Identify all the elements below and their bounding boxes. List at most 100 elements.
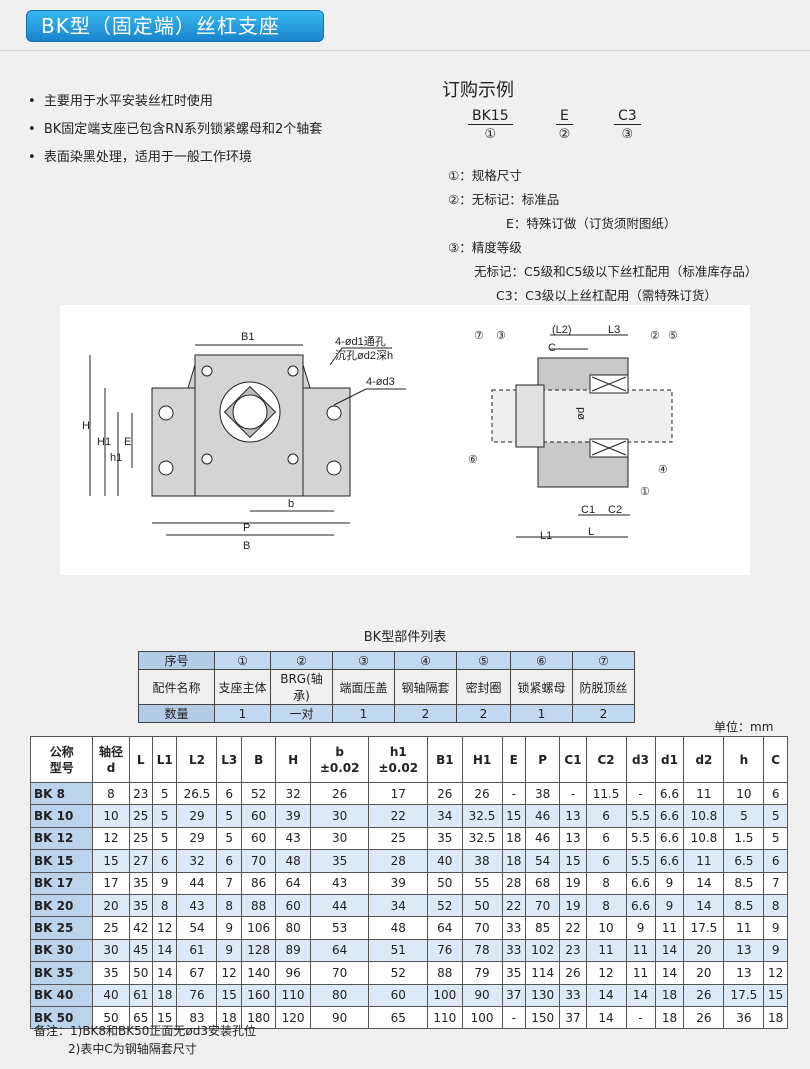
spec-value-cell: 60 [275,893,311,918]
parts-cell: 数量 [138,704,215,723]
dim-l1: L1 [540,530,552,542]
spec-value-cell: 5 [763,826,788,851]
spec-value-cell: 5 [216,826,242,851]
spec-header-text: H1 [472,752,492,767]
spec-value-cell: 18 [654,1005,685,1030]
spec-value-cell: 64 [427,916,463,940]
spec-value-cell: 18 [654,983,685,1007]
parts-cell: 支座主体 [214,669,271,705]
spec-value-cell: 51 [368,938,429,963]
spec-value-cell: 9 [625,916,656,940]
dim-h: H [82,420,90,432]
spec-value-cell: 10 [585,916,627,940]
order-notes: ①：规格尺寸 ②：无标记：标准品 E：特殊订做（订货须附图纸） ③：精度等级 无… [440,164,757,308]
spec-header-text: L2 [188,752,205,767]
spec-value-cell: 70 [524,893,561,918]
spec-header-cell: L3 [216,736,242,783]
spec-header-cell: C1 [559,736,587,783]
dim-h1-small: h1 [110,452,122,464]
spec-value-cell: 26 [683,1005,725,1030]
feature-item: 表面染黑处理，适用于一般工作环境 [28,144,322,172]
parts-cell: 1 [332,704,395,723]
spec-value-cell: - [501,1005,526,1030]
spec-value-cell: 12 [585,961,627,985]
spec-value-cell: 60 [240,804,277,828]
spec-value-cell: 43 [275,826,311,851]
spec-header-text: 型号 [49,760,74,775]
spec-header-cell: L1 [151,736,178,783]
parts-cell: 2 [456,704,511,723]
spec-value-cell: 88 [240,893,277,918]
callout-5: ⑤ [668,330,678,342]
dim-c: C [548,342,556,354]
spec-header-text: d2 [695,752,713,767]
spec-header-text: B1 [436,752,454,767]
spec-value-cell: 5 [723,804,765,828]
spec-value-cell: 52 [240,781,277,806]
unit-label: 单位：mm [714,720,774,734]
spec-value-cell: 43 [309,871,370,895]
spec-header-text: b [335,744,344,759]
dim-l: L [588,526,594,538]
spec-value-cell: 19 [559,893,587,918]
spec-header-text: C1 [564,752,582,767]
spec-value-cell: 70 [461,916,503,940]
spec-value-cell: 90 [309,1005,370,1030]
spec-value-cell: 14 [654,961,685,985]
parts-cell: ① [214,651,271,670]
spec-value-cell: 6 [763,849,788,873]
spec-header-text: L1 [156,752,173,767]
spec-header-cell: E [501,736,526,783]
spec-value-cell: 5 [216,804,242,828]
spec-value-cell: 26 [309,781,370,806]
spec-value-cell: 60 [240,826,277,851]
spec-value-cell: 53 [309,916,370,940]
spec-value-cell: 37 [501,983,526,1007]
parts-cell: 一对 [270,704,333,723]
title-divider [0,50,810,51]
spec-header-cell: L [128,736,153,783]
spec-value-cell: 140 [240,961,277,985]
spec-value-cell: 6.6 [625,893,656,918]
spec-value-cell: 26 [683,983,725,1007]
spec-value-cell: 5.5 [625,849,656,873]
spec-header-text: L3 [221,752,238,767]
parts-row-quantity: 数量 1 一对 1 2 2 1 2 [138,704,635,723]
spec-value-cell: 30 [309,804,370,828]
spec-value-cell: 42 [128,916,153,940]
spec-value-cell: 32 [176,849,218,873]
spec-value-cell: 6.6 [654,804,685,828]
section-view-labels: (L2) L3 C ød C1 C2 L1 L ⑦ ③ ② ⑤ ⑥ ④ ① [468,324,678,542]
spec-value-cell: 8.5 [723,893,765,918]
callout-6: ⑥ [468,454,478,466]
spec-value-cell: 14 [683,893,725,918]
spec-value-cell: 60 [368,983,429,1007]
spec-value-cell: 14 [585,1005,627,1030]
spec-value-cell: 14 [151,938,178,963]
spec-header-cell: h [723,736,765,783]
spec-value-cell: 61 [128,983,153,1007]
spec-value-cell: 17.5 [723,983,765,1007]
spec-header-cell: d3 [625,736,656,783]
spec-value-cell: 50 [128,961,153,985]
spec-value-cell: 106 [240,916,277,940]
spec-value-cell: 68 [524,871,561,895]
parts-cell: 配件名称 [138,669,215,705]
spec-value-cell: 102 [524,938,561,963]
spec-value-cell: 5 [151,804,178,828]
spec-value-cell: - [625,1005,656,1030]
parts-cell: 钢轴隔套 [394,669,457,705]
spec-value-cell: 90 [461,983,503,1007]
spec-value-cell: 79 [461,961,503,985]
spec-header-cell: B [240,736,277,783]
spec-value-cell: 9 [763,938,788,963]
spec-value-cell: 33 [559,983,587,1007]
spec-value-cell: 29 [176,804,218,828]
spec-value-cell: 29 [176,826,218,851]
